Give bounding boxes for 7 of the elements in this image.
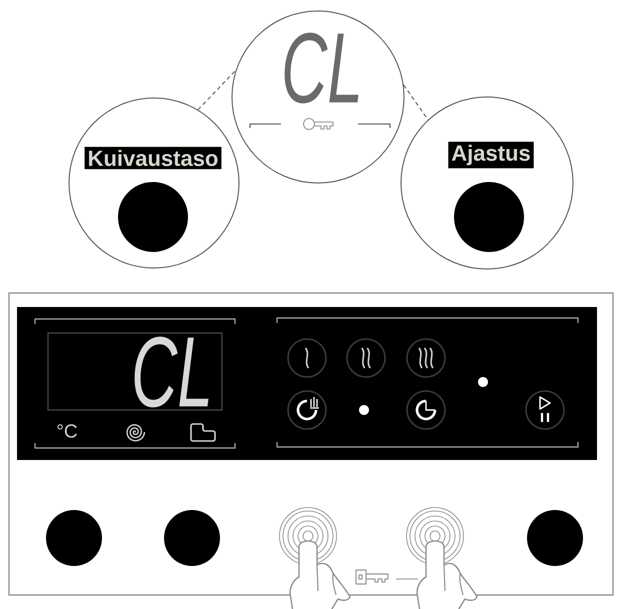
- button-label: Ajastus: [448, 142, 534, 168]
- display-text: CL: [284, 32, 358, 104]
- button-label: Kuivaustaso: [84, 146, 222, 170]
- dashed-line: [403, 84, 428, 120]
- unit-text: °C: [57, 424, 77, 438]
- display-text: CL: [134, 336, 208, 408]
- dashed-line: [198, 70, 236, 110]
